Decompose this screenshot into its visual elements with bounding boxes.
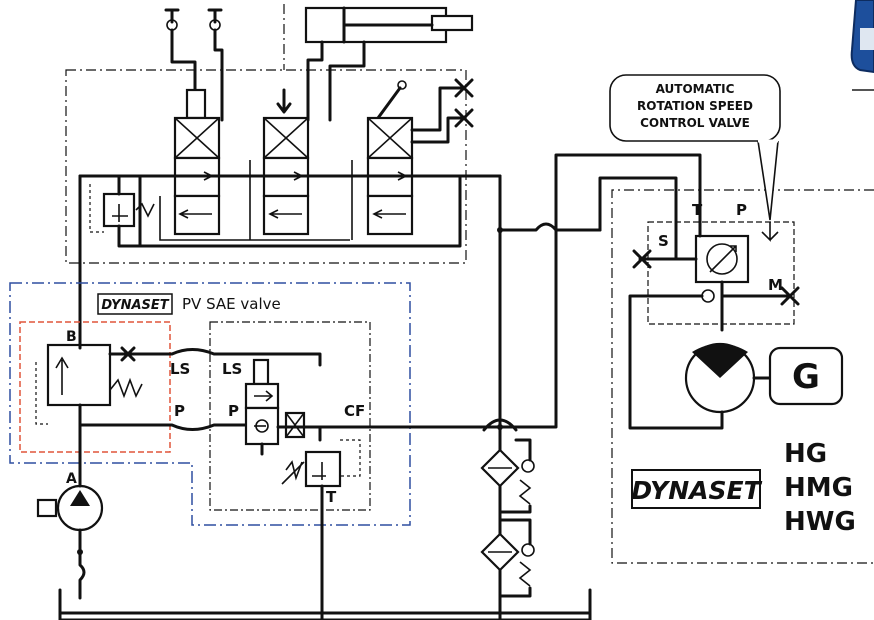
pressure-compensator-valve bbox=[35, 343, 143, 425]
port-label-p-left: P bbox=[174, 402, 185, 420]
port-label-s: S bbox=[658, 232, 669, 250]
port-label-ls-right: LS bbox=[222, 360, 242, 378]
motor-supply-lines bbox=[498, 153, 702, 429]
model-hg: HG bbox=[784, 439, 827, 469]
pv-sae-lines bbox=[78, 343, 322, 431]
directional-valve-2 bbox=[262, 88, 310, 236]
directional-valve-1 bbox=[173, 88, 221, 236]
flow-control-valve bbox=[281, 439, 361, 620]
solenoid-valve bbox=[244, 358, 306, 456]
port-label-a: A bbox=[66, 471, 77, 487]
svg-text:AUTOMATIC: AUTOMATIC bbox=[656, 82, 735, 96]
plugged-ports bbox=[410, 78, 474, 144]
hydraulic-motor bbox=[628, 294, 772, 430]
model-hmg: HMG bbox=[784, 473, 853, 503]
bank-relief-valve bbox=[89, 174, 155, 248]
pressure-compensator-boundary bbox=[19, 321, 171, 453]
hydraulic-pump bbox=[36, 423, 104, 600]
speed-control-callout: AUTOMATIC ROTATION SPEED CONTROL VALVE bbox=[609, 74, 781, 221]
generator-box: G bbox=[768, 346, 844, 406]
port-label-t-valve: T bbox=[326, 488, 337, 506]
model-hwg: HWG bbox=[784, 507, 856, 537]
pv-sae-label: PV SAE valve bbox=[182, 295, 281, 313]
pv-sae-boundary bbox=[9, 282, 411, 526]
product-brand-logo: DYNASET bbox=[631, 469, 763, 509]
port-label-p-motor: P bbox=[736, 201, 747, 219]
svg-text:DYNASET: DYNASET bbox=[631, 476, 762, 505]
port-label-ls-left: LS bbox=[170, 360, 190, 378]
svg-text:DYNASET: DYNASET bbox=[101, 298, 169, 313]
port-label-t-motor: T bbox=[692, 201, 703, 219]
speed-control-valve bbox=[632, 194, 800, 332]
solenoid-valve-boundary bbox=[209, 321, 371, 511]
svg-text:CONTROL VALVE: CONTROL VALVE bbox=[640, 116, 750, 130]
cylinder-lines bbox=[306, 40, 366, 122]
hydraulic-cylinder bbox=[283, 4, 474, 70]
valve-bank-manifold bbox=[78, 160, 502, 248]
port-label-b: B bbox=[66, 329, 77, 345]
port-label-p-right: P bbox=[228, 402, 239, 420]
pv-sae-brand-logo: DYNASET bbox=[97, 293, 173, 315]
tank-line bbox=[58, 588, 592, 620]
filter-column bbox=[480, 227, 535, 620]
valve-bank-boundary bbox=[65, 69, 467, 264]
port-label-m: M bbox=[768, 276, 783, 294]
svg-text:ROTATION SPEED: ROTATION SPEED bbox=[637, 99, 753, 113]
port-label-cf: CF bbox=[344, 402, 365, 420]
vehicle-image-fragment bbox=[850, 0, 874, 91]
directional-valve-3 bbox=[366, 80, 414, 236]
svg-text:G: G bbox=[792, 357, 820, 397]
motor-unit-boundary bbox=[611, 189, 874, 564]
